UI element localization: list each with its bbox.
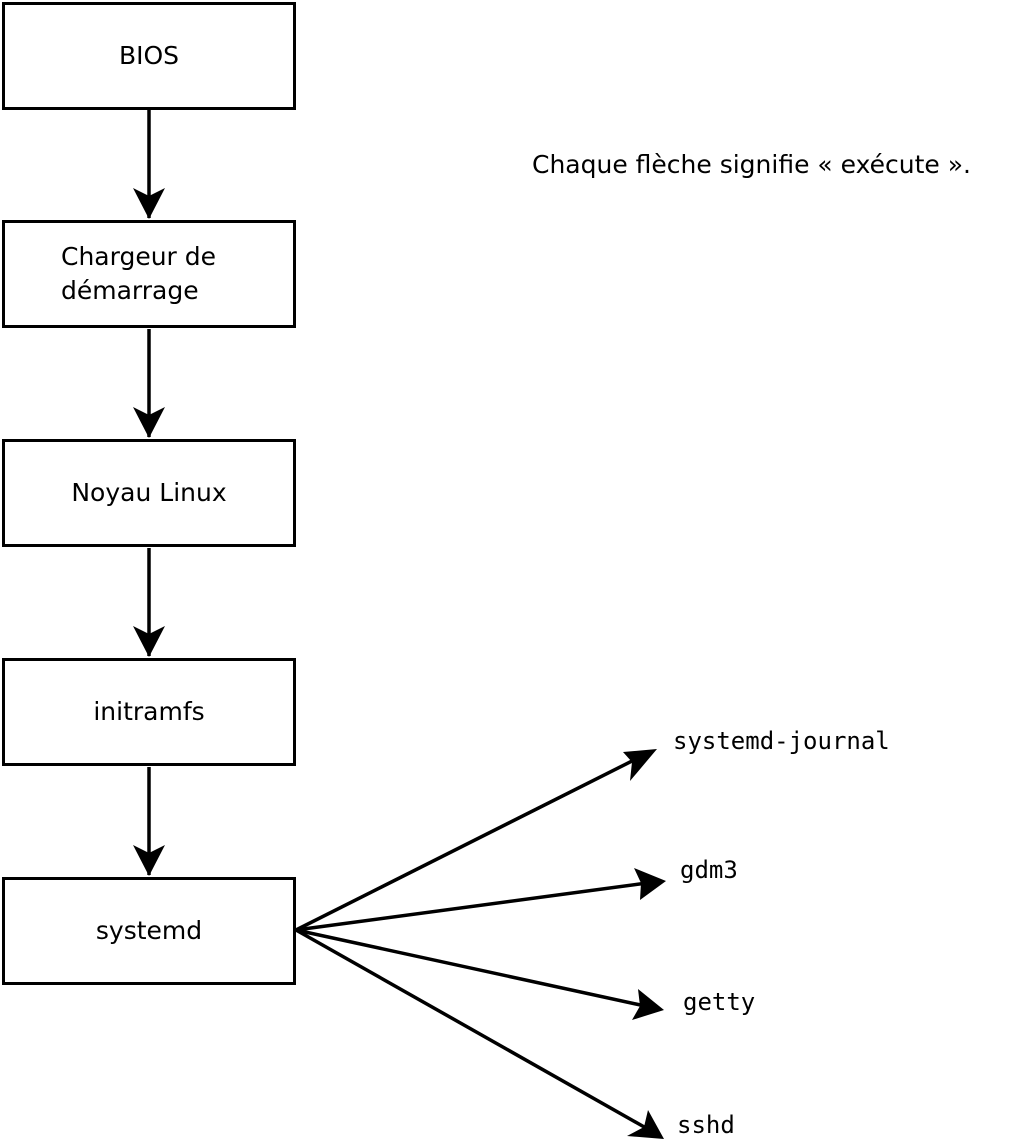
arrowhead-systemd-to-getty [632, 989, 664, 1020]
kernel-label: Noyau Linux [71, 478, 227, 507]
initramfs-label: initramfs [93, 697, 205, 726]
arrow-systemd-to-sshd [295, 928, 647, 1130]
service-sshd: sshd [677, 1111, 735, 1139]
arrowhead-systemd-to-journal [623, 749, 657, 781]
service-gdm3: gdm3 [680, 856, 738, 884]
kernel-box: Noyau Linux [2, 439, 296, 547]
service-systemd-journal: systemd-journal [673, 727, 890, 755]
arrowhead-systemd-to-gdm3 [634, 868, 666, 900]
bios-box: BIOS [2, 2, 296, 110]
legend-note: Chaque flèche signifie « exécute ». [532, 150, 971, 179]
arrowhead-bootloader-to-kernel [133, 407, 165, 438]
systemd-label: systemd [95, 916, 203, 945]
arrowhead-systemd-to-sshd [627, 1110, 664, 1139]
bootloader-label: Chargeur de démarrage [61, 242, 217, 305]
arrow-systemd-to-getty [295, 928, 646, 1008]
arrow-systemd-to-journal [295, 755, 641, 932]
arrow-systemd-to-gdm3 [295, 881, 648, 932]
arrowhead-bios-to-bootloader [133, 188, 165, 219]
arrowhead-initramfs-to-systemd [133, 845, 165, 876]
service-getty: getty [683, 988, 756, 1016]
chain-arrows [133, 110, 165, 876]
bootloader-box: Chargeur de démarrage [2, 220, 296, 328]
bios-label: BIOS [118, 41, 180, 70]
service-arrows [295, 749, 666, 1139]
systemd-box: systemd [2, 877, 296, 985]
arrowhead-kernel-to-initramfs [133, 626, 165, 657]
initramfs-box: initramfs [2, 658, 296, 766]
